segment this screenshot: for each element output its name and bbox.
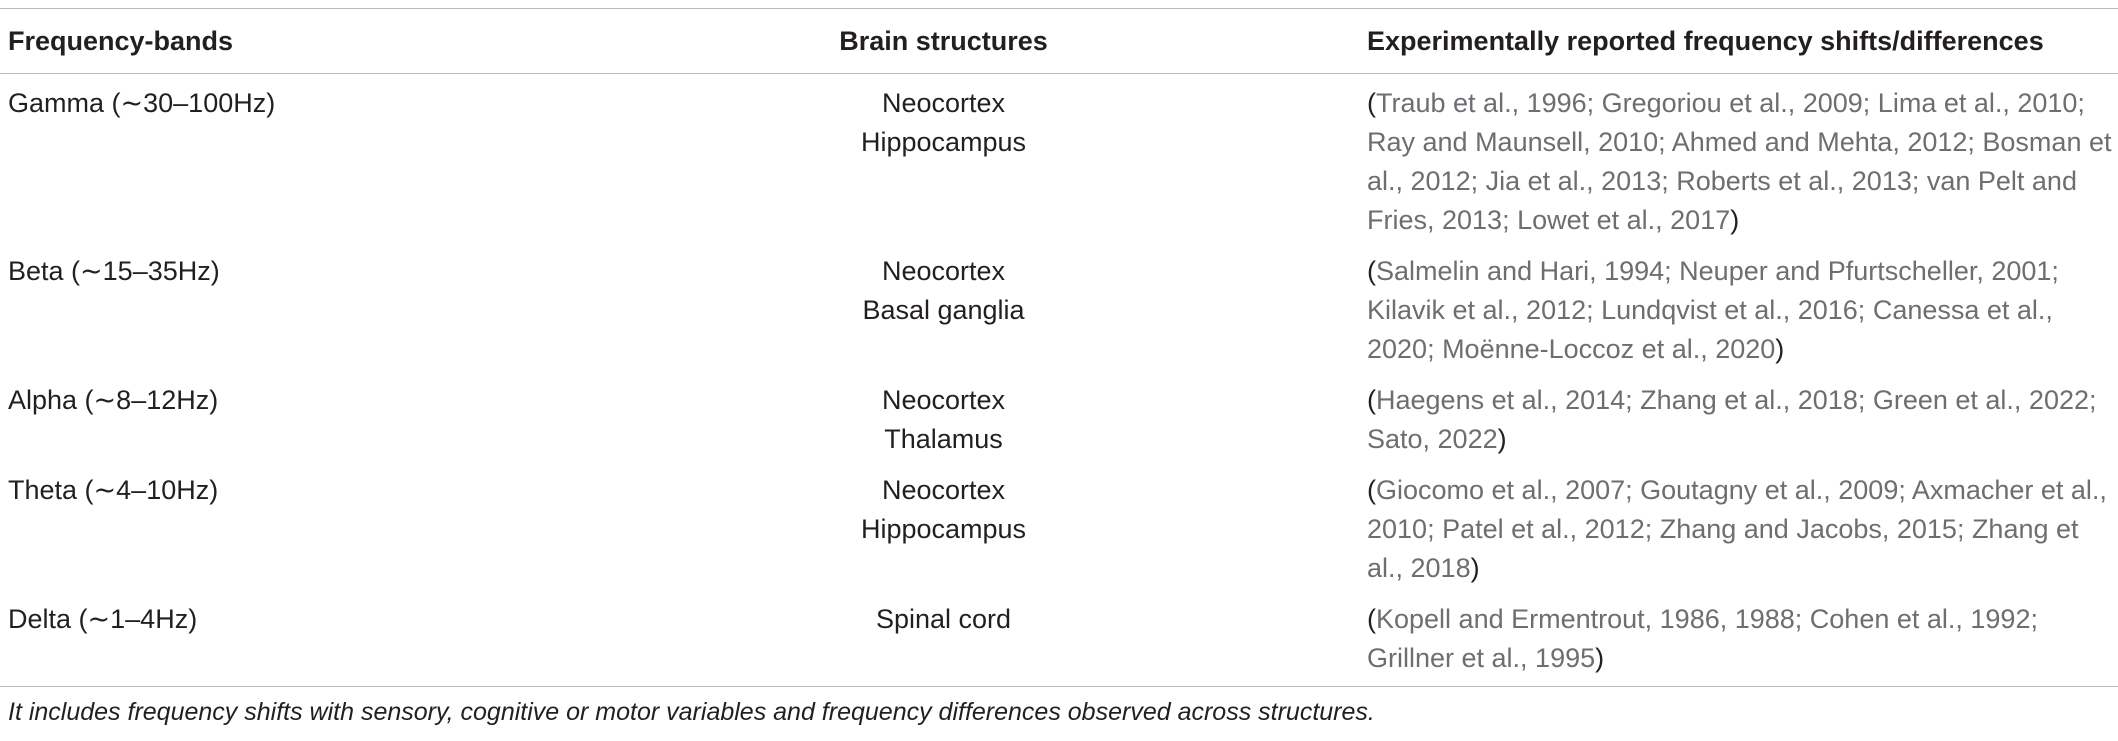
band-cell: Gamma (∼30–100Hz) <box>8 88 276 118</box>
structure-name: Hippocampus <box>860 127 1027 157</box>
references-cell: (Giocomo et al., 2007; Goutagny et al., … <box>1367 475 2107 583</box>
table-row: Theta (∼4–10Hz) Neocortex Hippocampus (G… <box>0 464 2118 593</box>
structure-name: Neocortex <box>881 256 1006 286</box>
structures-cell: Neocortex Thalamus <box>520 374 1367 464</box>
structure-name: Neocortex <box>881 475 1006 505</box>
structures-cell: Neocortex Hippocampus <box>520 74 1367 246</box>
references-cell: (Haegens et al., 2014; Zhang et al., 201… <box>1367 385 2097 454</box>
band-cell: Alpha (∼8–12Hz) <box>8 385 219 415</box>
references-text: Traub et al., 1996; Gregoriou et al., 20… <box>1367 88 2112 235</box>
header-brain-structures: Brain structures <box>839 26 1048 56</box>
structures-cell: Neocortex Basal ganglia <box>520 245 1367 374</box>
structures-cell: Spinal cord <box>520 593 1367 687</box>
references-text: Salmelin and Hari, 1994; Neuper and Pfur… <box>1367 256 2059 364</box>
table-row: Gamma (∼30–100Hz) Neocortex Hippocampus … <box>0 74 2118 246</box>
table-body: Gamma (∼30–100Hz) Neocortex Hippocampus … <box>0 74 2118 687</box>
references-text: Haegens et al., 2014; Zhang et al., 2018… <box>1367 385 2097 454</box>
header-frequency-shifts: Experimentally reported frequency shifts… <box>1367 26 2044 56</box>
references-text: Kopell and Ermentrout, 1986, 1988; Cohen… <box>1367 604 2038 673</box>
header-frequency-bands: Frequency-bands <box>8 26 234 56</box>
references-cell: (Traub et al., 1996; Gregoriou et al., 2… <box>1367 88 2112 235</box>
table-row: Alpha (∼8–12Hz) Neocortex Thalamus (Haeg… <box>0 374 2118 464</box>
references-cell: (Salmelin and Hari, 1994; Neuper and Pfu… <box>1367 256 2059 364</box>
frequency-bands-table: Frequency-bands Brain structures Experim… <box>0 8 2118 687</box>
references-cell: (Kopell and Ermentrout, 1986, 1988; Cohe… <box>1367 604 2038 673</box>
band-cell: Theta (∼4–10Hz) <box>8 475 219 505</box>
structures-cell: Neocortex Hippocampus <box>520 464 1367 593</box>
structure-name: Hippocampus <box>860 514 1027 544</box>
structure-name: Thalamus <box>884 424 1003 454</box>
structure-name: Neocortex <box>881 385 1006 415</box>
band-cell: Beta (∼15–35Hz) <box>8 256 220 286</box>
references-text: Giocomo et al., 2007; Goutagny et al., 2… <box>1367 475 2107 583</box>
table-header: Frequency-bands Brain structures Experim… <box>0 8 2118 74</box>
header-row: Frequency-bands Brain structures Experim… <box>0 8 2118 74</box>
structure-name: Neocortex <box>881 88 1006 118</box>
structure-name: Spinal cord <box>875 604 1012 634</box>
table-footnote: It includes frequency shifts with sensor… <box>8 698 1375 726</box>
band-cell: Delta (∼1–4Hz) <box>8 604 198 634</box>
structure-name: Basal ganglia <box>862 295 1025 325</box>
table-row: Delta (∼1–4Hz) Spinal cord (Kopell and E… <box>0 593 2118 687</box>
table-row: Beta (∼15–35Hz) Neocortex Basal ganglia … <box>0 245 2118 374</box>
